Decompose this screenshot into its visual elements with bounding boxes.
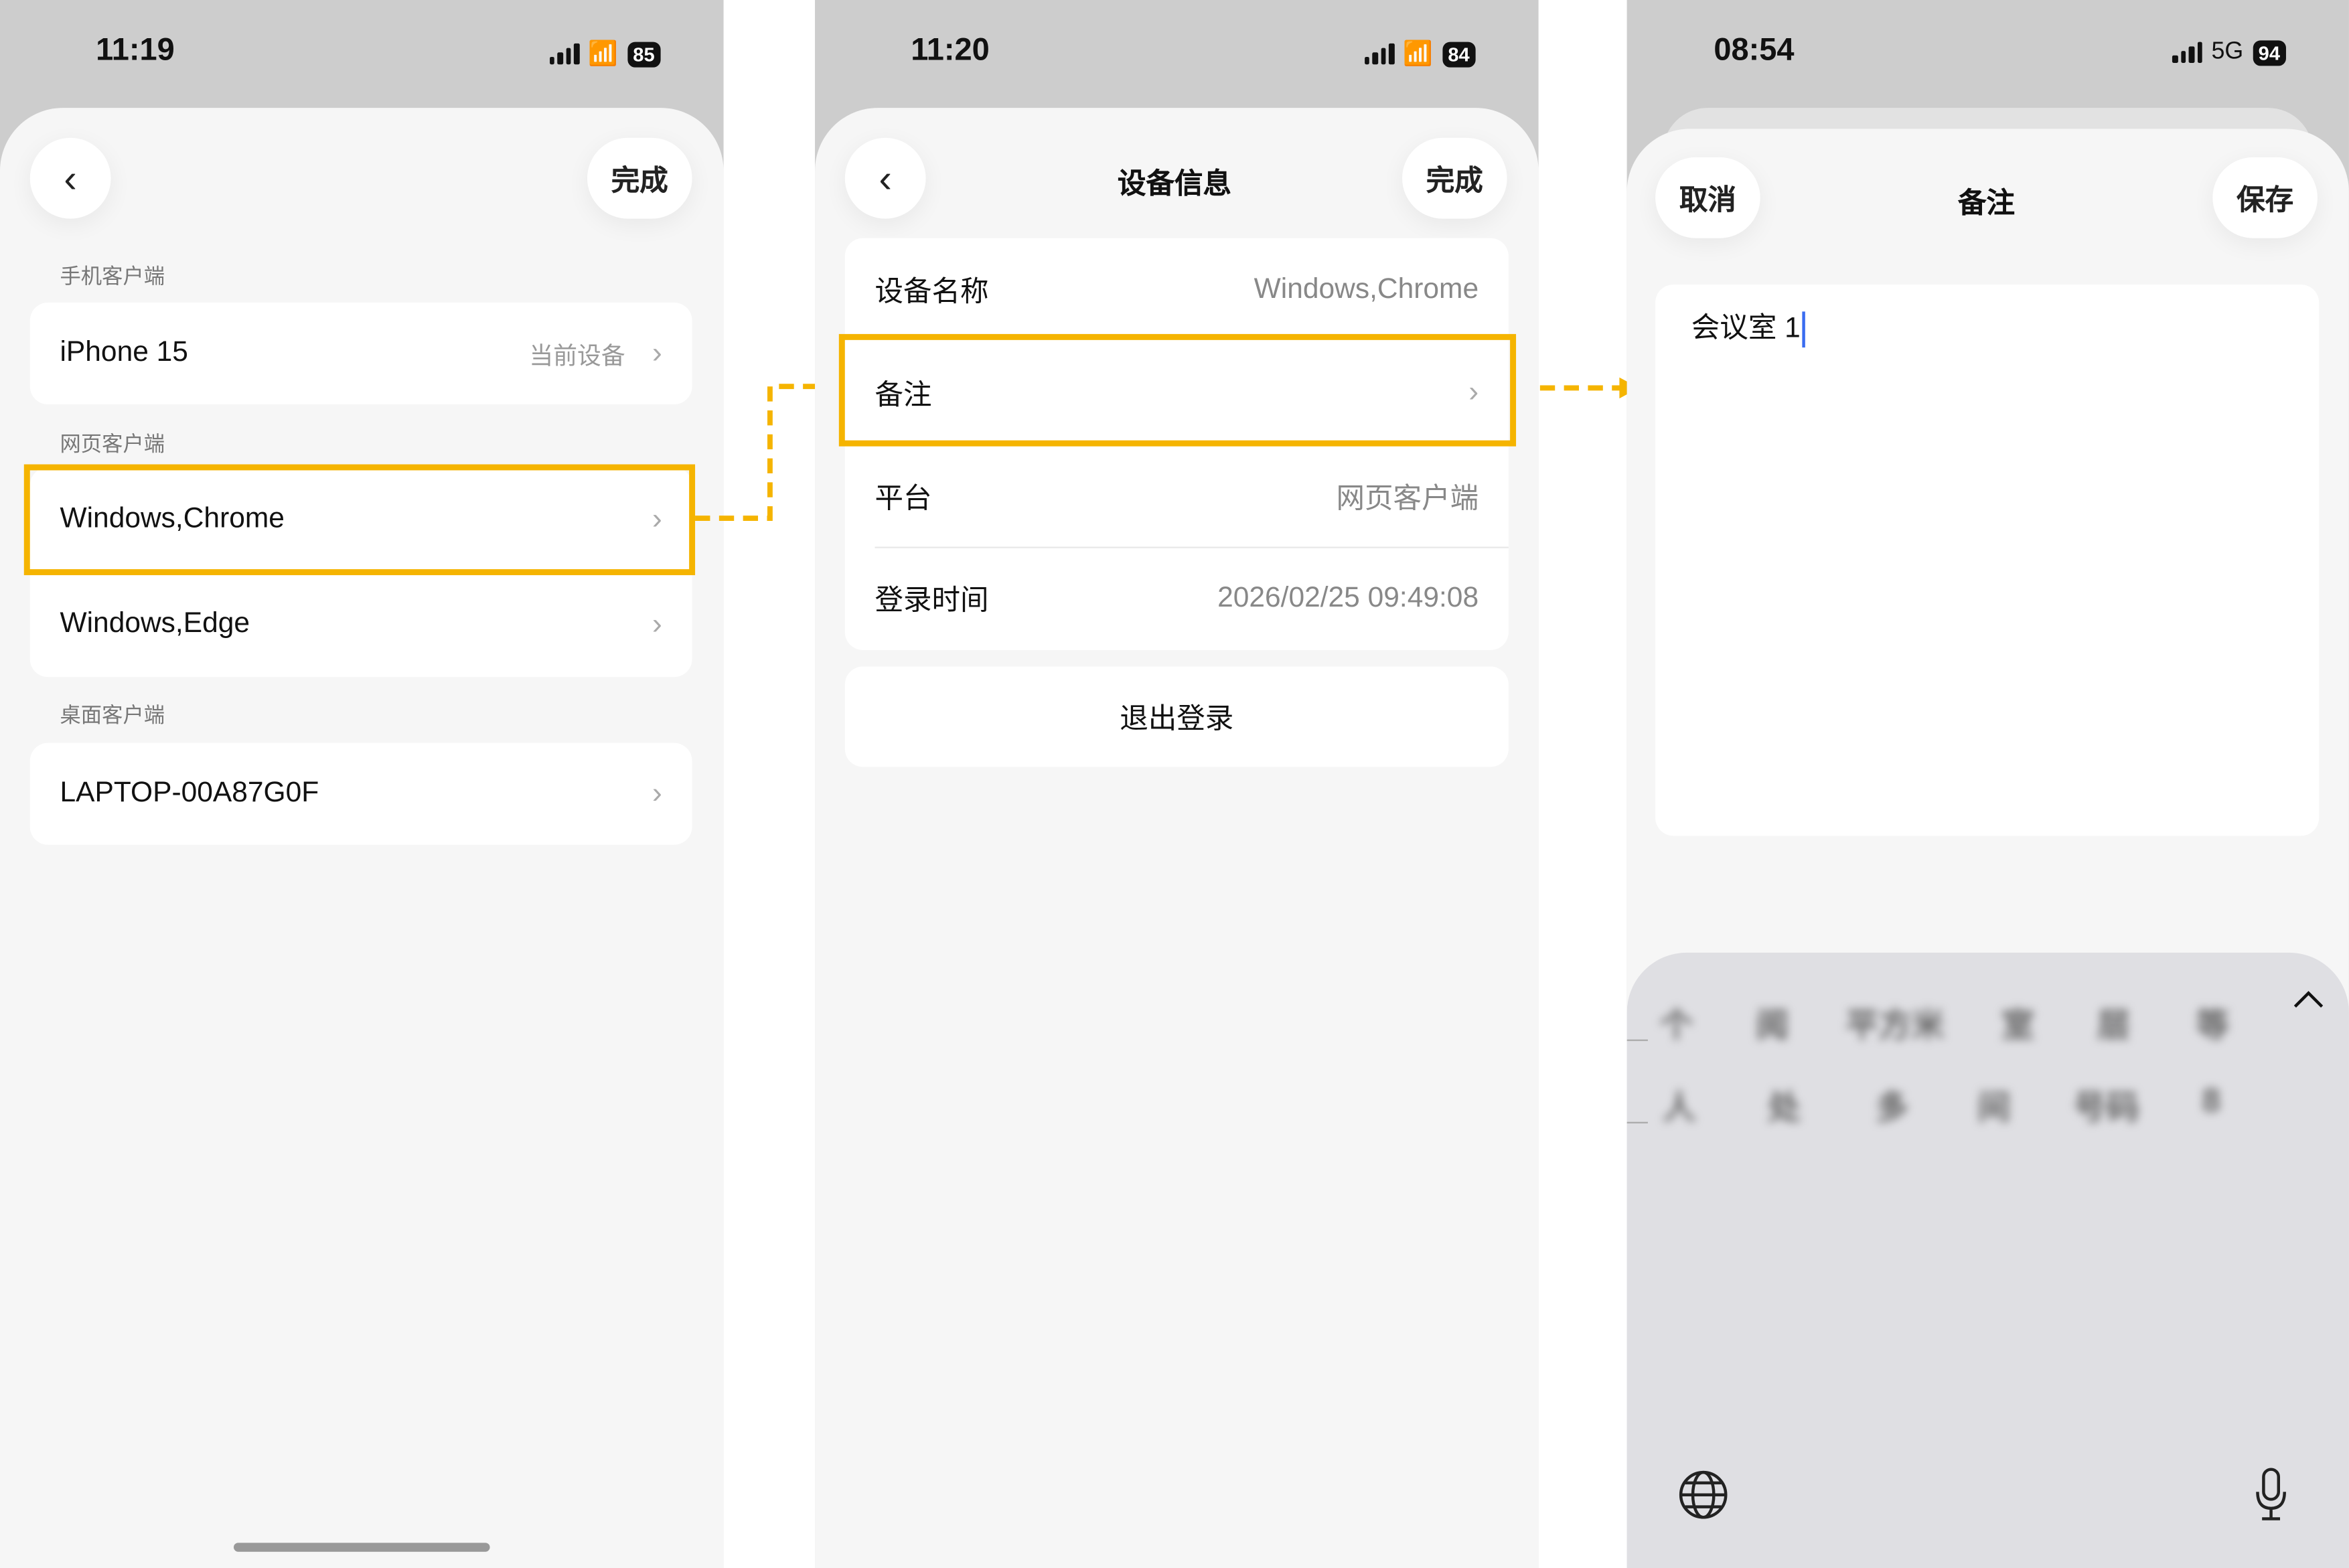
candidate[interactable]: 8 <box>2202 1081 2221 1119</box>
sheet: ‹ 设备信息 完成 设备名称 Windows,Chrome 备注 › 平台 网页客户端… <box>815 108 1539 1568</box>
done-button[interactable]: 完成 <box>1402 137 1507 219</box>
logout-button[interactable]: 退出登录 <box>844 666 1509 767</box>
page-title: 备注 <box>1958 188 2016 220</box>
cancel-button[interactable]: 取消 <box>1655 157 1760 238</box>
chevron-right-icon: › <box>1468 376 1479 409</box>
device-row-edge[interactable]: Windows,Edge › <box>30 572 692 678</box>
battery-icon: 84 <box>1442 41 1476 67</box>
home-indicator <box>234 1543 490 1552</box>
row-label: 设备名称 <box>875 277 989 309</box>
row-note[interactable]: 备注 › <box>845 341 1509 445</box>
info-card: 设备名称 Windows,Chrome 备注 › 平台 网页客户端 登录时间 2026/… <box>844 238 1509 650</box>
device-row-laptop[interactable]: LAPTOP-00A87G0F › <box>30 743 692 845</box>
candidate-row-1[interactable]: 个 阅 平方米 室 层 等 <box>1651 999 2229 1050</box>
done-button[interactable]: 完成 <box>587 137 692 219</box>
back-button[interactable]: ‹ <box>29 137 111 219</box>
chevron-right-icon: › <box>652 607 662 641</box>
candidate[interactable]: 个 <box>1659 1006 1693 1044</box>
section-label: 桌面客户端 <box>60 702 165 727</box>
divider <box>1626 1039 1648 1041</box>
row-login-time: 登录时间 2026/02/25 09:49:08 <box>845 547 1509 650</box>
candidate[interactable]: 多 <box>1875 1089 1909 1127</box>
sheet: 取消 备注 保存 会议室 1 个 阅 平方米 室 层 等 人 处 多 间 号码 … <box>1626 129 2349 1568</box>
device-row-chrome[interactable]: Windows,Chrome › <box>30 467 692 572</box>
divider <box>1626 1121 1648 1123</box>
device-card: LAPTOP-00A87G0F › <box>29 742 692 845</box>
page-title: 设备信息 <box>1117 169 1231 201</box>
globe-icon[interactable] <box>1678 1470 1729 1520</box>
row-value: Windows,Chrome <box>1254 273 1479 305</box>
candidate[interactable]: 室 <box>2001 1006 2035 1044</box>
device-name: Windows,Chrome <box>60 503 285 535</box>
network-type: 5G <box>2211 39 2244 65</box>
battery-icon: 85 <box>627 41 661 67</box>
candidate[interactable]: 号码 <box>2073 1089 2139 1127</box>
section-label: 手机客户端 <box>60 263 165 288</box>
signal-icon <box>549 43 579 65</box>
current-device-label: 当前设备 <box>529 344 625 370</box>
device-name: Windows,Edge <box>60 608 250 640</box>
section-label: 网页客户端 <box>60 431 165 456</box>
status-icons: 5G 94 <box>2172 39 2286 66</box>
chevron-left-icon: ‹ <box>879 155 892 200</box>
row-label: 登录时间 <box>875 585 989 617</box>
candidate[interactable]: 等 <box>2196 1006 2229 1044</box>
note-text: 会议室 1 <box>1691 313 1801 345</box>
status-time: 11:20 <box>911 33 990 68</box>
candidate-row-2[interactable]: 人 处 多 间 号码 8 <box>1651 1081 2220 1132</box>
device-card: iPhone 15 当前设备 › <box>29 302 692 405</box>
candidate[interactable]: 平方米 <box>1845 1006 1945 1044</box>
text-cursor <box>1802 311 1805 347</box>
chevron-right-icon: › <box>652 776 662 810</box>
row-value: 网页客户端 <box>1336 483 1479 516</box>
phone-edit-note: 08:54 5G 94 取消 备注 保存 会议室 1 个 阅 平方米 室 层 等… <box>1626 0 2349 1568</box>
arrow-1 <box>695 384 824 521</box>
device-name: iPhone 15 <box>60 337 188 369</box>
save-button[interactable]: 保存 <box>2212 157 2318 238</box>
row-label: 备注 <box>875 380 932 412</box>
chevron-left-icon: ‹ <box>64 155 77 200</box>
status-icons: 📶 85 <box>549 39 661 69</box>
candidate[interactable]: 处 <box>1767 1089 1801 1127</box>
device-name: LAPTOP-00A87G0F <box>60 777 319 809</box>
candidate[interactable]: 阅 <box>1755 1006 1789 1044</box>
signal-icon <box>1364 43 1394 65</box>
signal-icon <box>2172 42 2203 63</box>
status-time: 08:54 <box>1714 33 1795 68</box>
wifi-icon: 📶 <box>588 42 618 68</box>
status-icons: 📶 84 <box>1364 39 1476 69</box>
candidate[interactable]: 人 <box>1663 1089 1696 1127</box>
candidate[interactable]: 层 <box>2097 1006 2131 1044</box>
battery-icon: 94 <box>2252 40 2286 66</box>
note-input[interactable]: 会议室 1 <box>1655 285 2320 836</box>
sheet: ‹ 完成 手机客户端 iPhone 15 当前设备 › 网页客户端 Windows,… <box>0 108 724 1568</box>
wifi-icon: 📶 <box>1403 42 1433 68</box>
status-time: 11:19 <box>96 33 175 68</box>
microphone-icon[interactable] <box>2253 1466 2289 1523</box>
chevron-right-icon: › <box>652 502 662 536</box>
row-value: 2026/02/25 09:49:08 <box>1217 582 1479 614</box>
chevron-right-icon: › <box>652 336 662 370</box>
row-platform: 平台 网页客户端 <box>845 445 1509 548</box>
phone-device-info: 11:20 📶 84 ‹ 设备信息 完成 设备名称 Windows,Chrome … <box>815 0 1539 1568</box>
candidate[interactable]: 间 <box>1977 1089 2011 1127</box>
chevron-up-icon[interactable] <box>2292 989 2325 1010</box>
keyboard[interactable]: 个 阅 平方米 室 层 等 人 处 多 间 号码 8 <box>1626 952 2349 1568</box>
device-row-iphone[interactable]: iPhone 15 当前设备 › <box>30 303 692 404</box>
row-label: 平台 <box>875 483 932 516</box>
phone-device-list: 11:19 📶 85 ‹ 完成 手机客户端 iPhone 15 当前设备 › 网页客… <box>0 0 724 1568</box>
divider <box>875 546 1509 548</box>
row-device-name: 设备名称 Windows,Chrome <box>845 238 1509 341</box>
back-button[interactable]: ‹ <box>844 137 926 219</box>
